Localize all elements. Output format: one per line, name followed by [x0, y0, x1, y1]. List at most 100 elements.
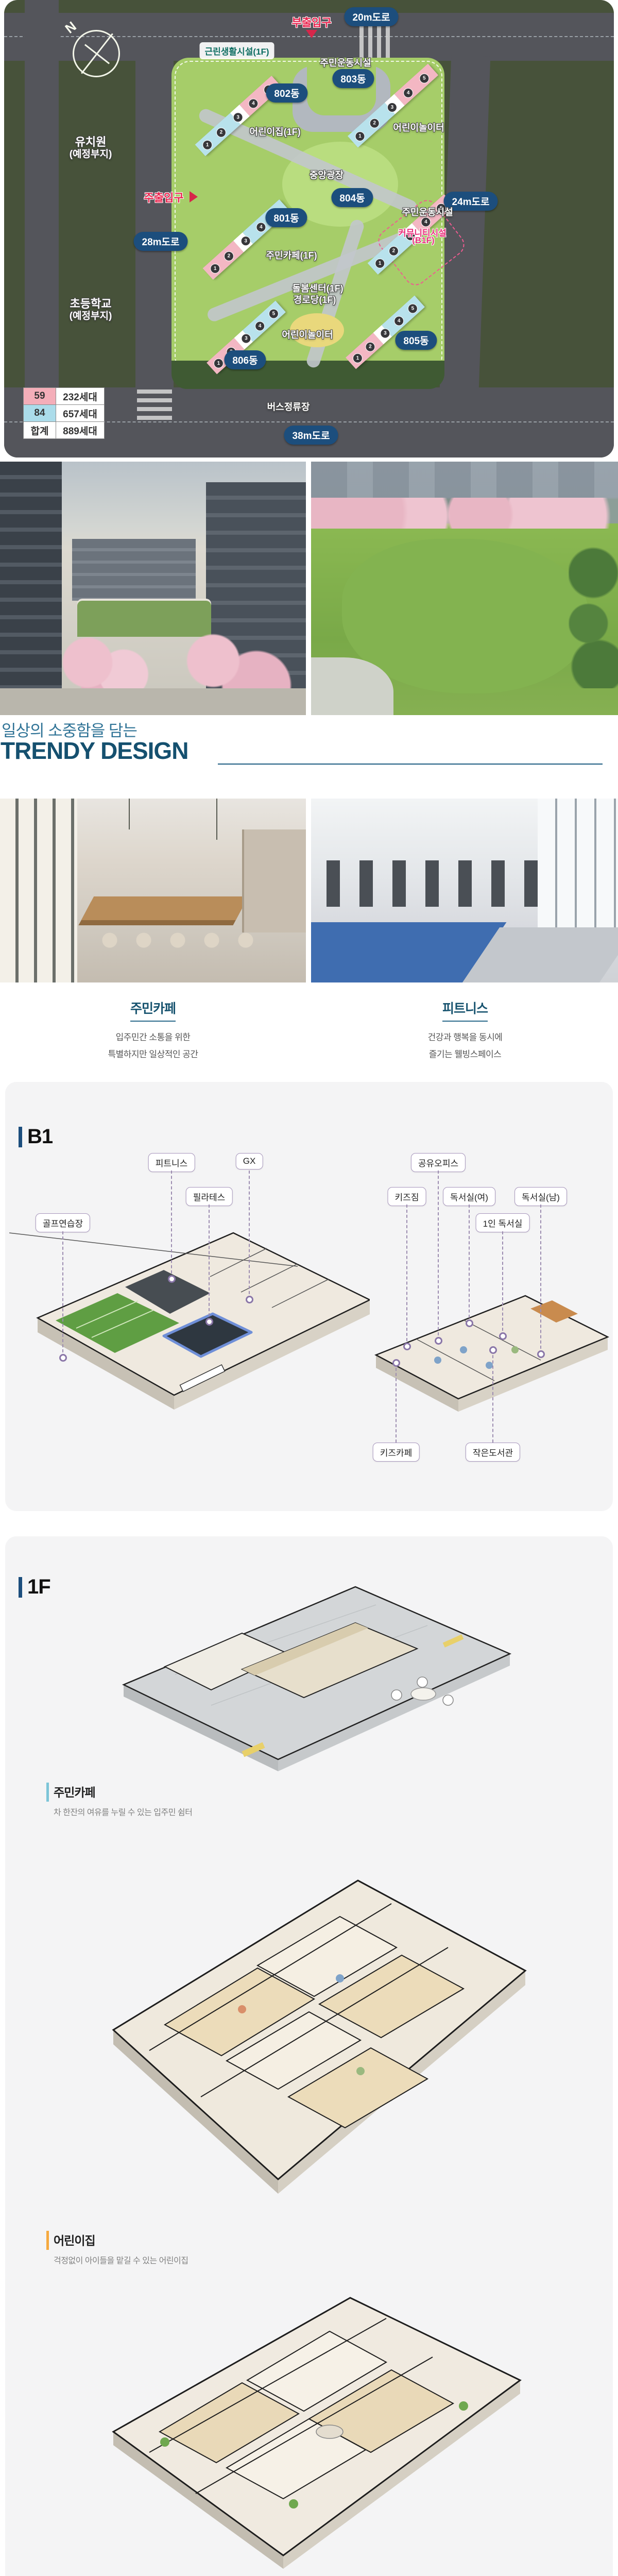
unit-marker: 1	[202, 140, 213, 150]
b1-label-kidscafe: 키즈카페	[372, 1443, 420, 1462]
lawn	[342, 539, 589, 693]
b1-label-pilates: 필라테스	[185, 1187, 233, 1206]
badge-804: 804동	[331, 188, 373, 207]
cafe-photo	[0, 799, 306, 982]
cafe-counter	[242, 829, 306, 933]
facility-carecenter: 돌봄센터(1F)	[292, 283, 344, 294]
playground-area	[290, 313, 344, 347]
main-entrance-marker	[190, 191, 198, 202]
unit-marker: 2	[224, 251, 234, 261]
compass	[73, 30, 120, 77]
school-label-2: (예정부지)	[69, 311, 112, 321]
b1-heading-text: B1	[27, 1125, 53, 1148]
gym-window	[538, 799, 618, 927]
unit-marker: 1	[355, 131, 365, 141]
sub-entrance-marker	[306, 30, 317, 38]
heading-bar	[19, 1577, 22, 1598]
section-eyebrow: 일상의 소중함을 담는	[2, 722, 138, 740]
road-label-28m: 28m도로	[133, 232, 188, 251]
unit-marker: 4	[403, 88, 414, 98]
legend-type-total: 합계	[24, 422, 56, 438]
legend-count-59: 232세대	[56, 388, 104, 404]
f1-heading: 1F	[19, 1575, 51, 1599]
pendant-light	[216, 799, 217, 840]
f1-cafe-caption: 주민카페	[46, 1783, 96, 1802]
unit-marker: 3	[241, 333, 251, 344]
f1-cafe-title: 주민카페	[54, 1786, 96, 1799]
b1-label-study-1: 1인 독서실	[475, 1213, 530, 1232]
b1-heading: B1	[19, 1125, 53, 1148]
caption-bar	[46, 1783, 49, 1802]
f1-daycare-title: 어린이집	[54, 2234, 96, 2247]
b1-label-study-w: 독서실(여)	[443, 1187, 495, 1206]
unit-marker: 4	[248, 98, 259, 109]
f1-heading-text: 1F	[27, 1575, 51, 1598]
badge-806: 806동	[224, 350, 266, 369]
fitness-caption: 피트니스 건강과 행복을 동시에 즐기는 웰빙스페이스	[312, 998, 618, 1063]
f1-daycare-desc: 걱정없이 아이들을 맡길 수 있는 어린이집	[54, 2257, 188, 2265]
main-entrance-label: 주출입구	[144, 192, 184, 204]
unit-marker: 4	[394, 316, 404, 326]
unit-marker: 5	[408, 303, 418, 314]
cafe-caption-line2: 특별하지만 일상적인 공간	[108, 1049, 199, 1060]
f1-cafe-floorplan	[122, 1586, 512, 1771]
badge-803: 803동	[332, 69, 374, 88]
legend-count-84: 657세대	[56, 405, 104, 421]
b1-floorplan-left-wing	[9, 1232, 370, 1410]
b1-label-office: 공유오피스	[410, 1153, 466, 1172]
heading-bar	[19, 1126, 22, 1147]
facility-plaza: 중앙광장	[309, 170, 344, 180]
road-label-24m: 24m도로	[443, 192, 498, 211]
facility-sports-2: 주민운동시설	[402, 207, 453, 217]
unit-marker: 1	[353, 353, 363, 363]
road-label-20m: 20m도로	[344, 7, 399, 26]
building-silhouette	[0, 462, 62, 715]
road-label-38m: 38m도로	[284, 426, 338, 445]
facility-sports-1: 주민운동시설	[320, 58, 371, 68]
section-title: TRENDY DESIGN	[1, 737, 188, 764]
walkway	[0, 688, 306, 715]
b1-label-fitness: 피트니스	[148, 1153, 195, 1172]
unit-marker: 2	[369, 118, 380, 128]
b1-label-golf: 골프연습장	[35, 1213, 91, 1232]
b1-label-gx: GX	[235, 1153, 263, 1170]
unit-marker: 1	[375, 258, 385, 268]
kindergarten-label-1: 유치원	[75, 135, 107, 148]
unit-marker: 3	[380, 328, 390, 338]
unit-marker: 5	[419, 73, 430, 83]
fitness-photo	[311, 799, 618, 982]
cafe-long-table	[81, 896, 249, 920]
f1-cafe-desc: 차 한잔의 여유를 누릴 수 있는 입주민 쉼터	[54, 1808, 193, 1817]
unit-marker: 1	[210, 263, 220, 274]
unit-marker: 2	[365, 342, 375, 352]
f1-daycare-caption: 어린이집	[46, 2231, 96, 2250]
road-left-outer	[25, 0, 59, 457]
cherry-blossoms	[311, 498, 618, 529]
sub-entrance-label: 부출입구	[291, 17, 332, 29]
fitness-caption-line1: 건강과 행복을 동시에	[427, 1032, 503, 1042]
unit-type-legend: 59 232세대 84 657세대 합계 889세대	[23, 387, 105, 439]
badge-805: 805동	[395, 331, 437, 350]
kindergarten-label-2: (예정부지)	[69, 149, 112, 160]
heading-rule	[218, 764, 603, 765]
site-plan: 1 2 3 4 5 1 2 3 4 5 1 2 3 4 5 1 2 3 4 5 …	[4, 0, 614, 457]
legend-count-total: 889세대	[56, 422, 104, 438]
unit-marker: 4	[255, 321, 265, 331]
legend-type-84: 84	[24, 405, 56, 421]
legend-row: 59 232세대	[24, 388, 104, 404]
exterior-rendering-photo	[0, 462, 306, 715]
unit-marker: 5	[269, 309, 279, 319]
cafe-chairs	[93, 930, 263, 951]
b1-label-library: 작은도서관	[465, 1443, 521, 1462]
facility-community-2: (B1F)	[412, 235, 435, 245]
unit-marker: 4	[256, 222, 266, 232]
facility-seniors: 경로당(1F)	[293, 295, 336, 305]
f1-seniors-floorplan	[112, 2297, 522, 2569]
park-rendering-photo	[311, 462, 618, 715]
fitness-caption-line2: 즐기는 웰빙스페이스	[428, 1049, 502, 1060]
unit-marker: 3	[241, 236, 251, 246]
unit-marker: 1	[214, 358, 224, 368]
facility-cafe: 주민카페(1F)	[266, 250, 317, 261]
pendant-light	[129, 799, 130, 829]
legend-row: 합계 889세대	[24, 421, 104, 438]
